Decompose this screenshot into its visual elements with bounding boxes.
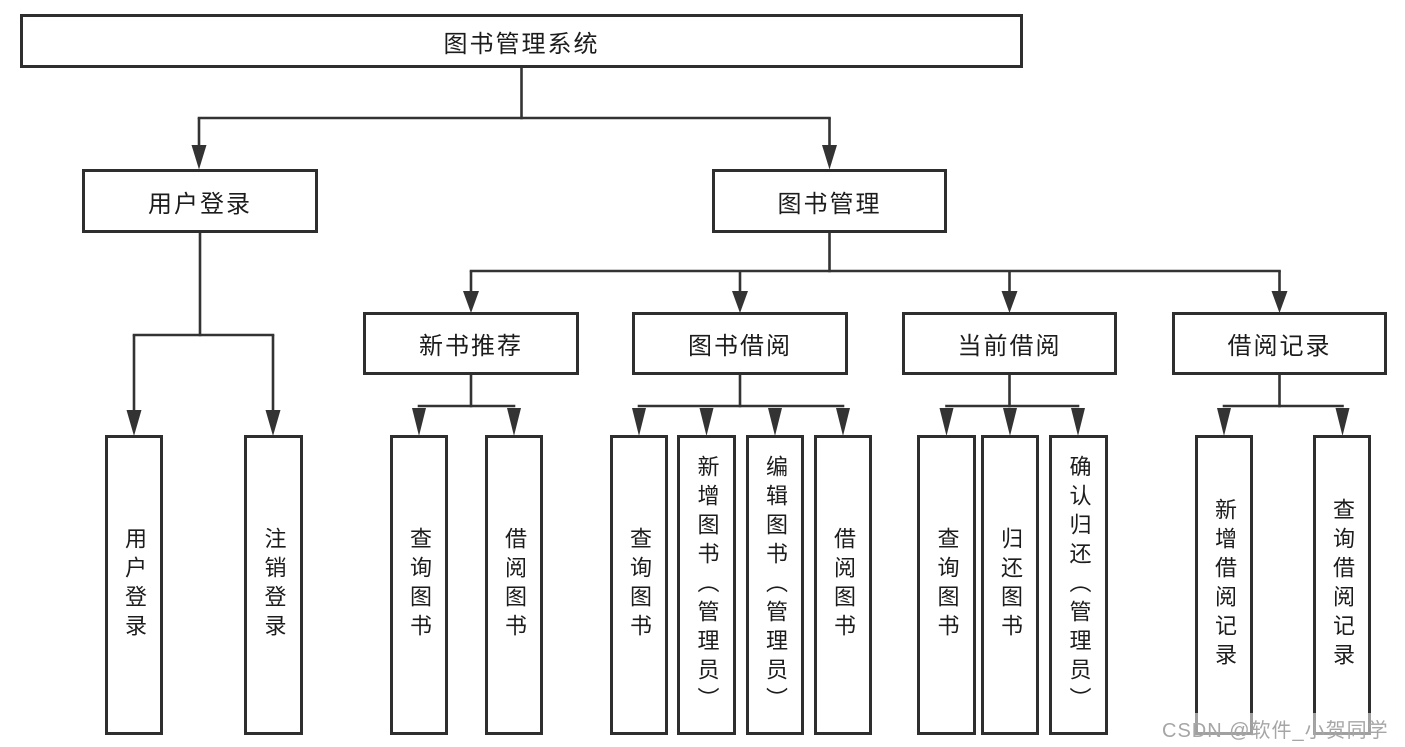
leaf-borrow-borrow-books: 借阅图书 <box>814 435 872 735</box>
leaf-current-return-books-label: 归还图书 <box>998 527 1023 643</box>
node-user-login-label: 用户登录 <box>148 190 252 218</box>
leaf-newbook-query-books-label: 查询图书 <box>407 527 432 643</box>
leaf-borrow-add-books-admin-label: 新增图书（管理员） <box>694 454 720 716</box>
node-book-management: 图书管理 <box>712 169 947 233</box>
csdn-watermark: CSDN @软件_小贺同学 <box>1158 713 1393 744</box>
leaf-borrow-edit-books-admin: 编辑图书（管理员） <box>746 435 804 735</box>
node-borrow-records-label: 借阅记录 <box>1227 333 1332 360</box>
leaf-newbook-borrow-books-label: 借阅图书 <box>502 527 527 643</box>
leaf-current-query-books: 查询图书 <box>917 435 976 735</box>
leaf-records-query-record-label: 查询借阅记录 <box>1330 498 1355 672</box>
node-current-borrow: 当前借阅 <box>902 312 1117 375</box>
leaf-borrow-edit-books-admin-label: 编辑图书（管理员） <box>763 454 788 716</box>
leaf-logout: 注销登录 <box>244 435 303 735</box>
leaf-current-query-books-label: 查询图书 <box>934 527 960 643</box>
node-book-borrow: 图书借阅 <box>632 312 848 375</box>
node-new-book-recommend-label: 新书推荐 <box>419 333 523 360</box>
node-user-login: 用户登录 <box>82 169 318 233</box>
leaf-current-confirm-return-admin-label: 确认归还（管理员） <box>1066 454 1092 716</box>
leaf-borrow-query-books-label: 查询图书 <box>627 527 652 643</box>
leaf-current-confirm-return-admin: 确认归还（管理员） <box>1049 435 1108 735</box>
node-book-management-label: 图书管理 <box>777 190 882 218</box>
leaf-user-login: 用户登录 <box>105 435 163 735</box>
leaf-newbook-borrow-books: 借阅图书 <box>485 435 543 735</box>
leaf-logout-label: 注销登录 <box>261 527 287 643</box>
node-book-borrow-label: 图书借阅 <box>688 333 792 360</box>
leaf-borrow-add-books-admin: 新增图书（管理员） <box>677 435 736 735</box>
node-root-system: 图书管理系统 <box>20 14 1023 68</box>
node-new-book-recommend: 新书推荐 <box>363 312 579 375</box>
leaf-records-query-record: 查询借阅记录 <box>1313 435 1371 735</box>
leaf-records-add-record-label: 新增借阅记录 <box>1212 498 1237 672</box>
leaf-records-add-record: 新增借阅记录 <box>1195 435 1253 735</box>
leaf-user-login-label: 用户登录 <box>122 527 147 643</box>
node-root-label: 图书管理系统 <box>443 30 600 58</box>
leaf-current-return-books: 归还图书 <box>981 435 1039 735</box>
node-borrow-records: 借阅记录 <box>1172 312 1387 375</box>
leaf-borrow-borrow-books-label: 借阅图书 <box>831 527 856 643</box>
node-current-borrow-label: 当前借阅 <box>957 333 1062 360</box>
leaf-borrow-query-books: 查询图书 <box>610 435 668 735</box>
leaf-newbook-query-books: 查询图书 <box>390 435 448 735</box>
